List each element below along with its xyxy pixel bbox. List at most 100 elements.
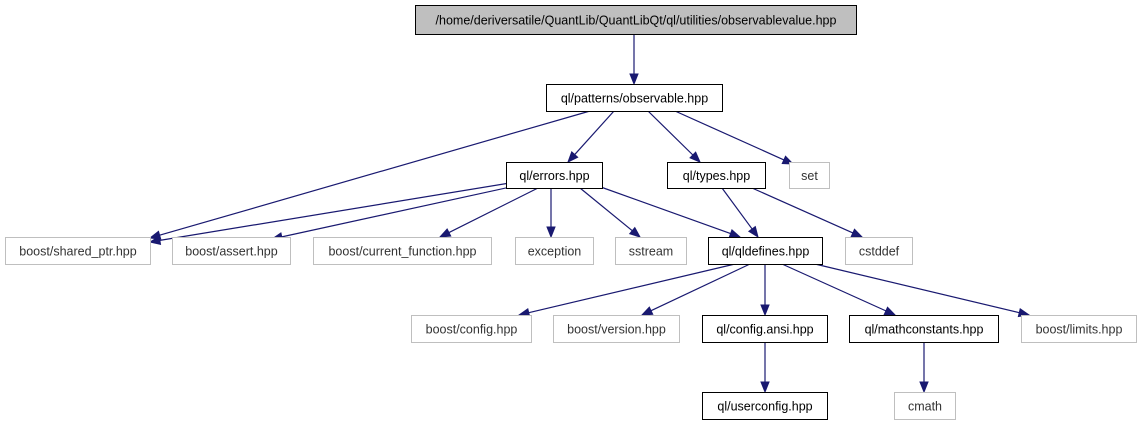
node-label: ql/patterns/observable.hpp [561, 92, 708, 106]
node-box [313, 237, 492, 265]
edge-observable-to-errors [567, 110, 615, 163]
node-box [702, 392, 828, 420]
edge-root-to-observable [629, 34, 639, 86]
edge-line [579, 187, 633, 232]
edge-errors-to-sstream [579, 187, 642, 238]
arrowhead [640, 306, 654, 316]
node-box [702, 315, 828, 343]
node-label: ql/mathconstants.hpp [865, 323, 984, 337]
node-shared_ptr: boost/shared_ptr.hpp [5, 237, 151, 265]
node-label: ql/errors.hpp [519, 169, 589, 183]
edge-line [647, 110, 694, 156]
edge-qldefines-to-limits [814, 263, 1031, 318]
edge-line [159, 182, 511, 241]
edge-errors-to-shared_ptr [148, 182, 511, 245]
node-label: ql/config.ansi.hpp [716, 323, 813, 337]
node-exception: exception [515, 237, 594, 265]
arrowhead [760, 381, 770, 394]
edge-line [674, 110, 785, 161]
edge-qldefines-to-version [640, 263, 751, 316]
node-qldefines[interactable]: ql/qldefines.hpp [708, 237, 823, 265]
edge-errors-to-assert [270, 185, 516, 242]
edge-qldefines-to-mathconstants [781, 263, 897, 316]
node-box [553, 315, 680, 343]
edge-line [814, 263, 1020, 314]
node-box [172, 237, 291, 265]
arrowhead [883, 306, 897, 316]
node-cstddef: cstddef [845, 237, 913, 265]
node-sstream: sstream [615, 237, 687, 265]
node-label: ql/qldefines.hpp [722, 245, 810, 259]
node-current_function: boost/current_function.hpp [313, 237, 492, 265]
node-assert: boost/assert.hpp [172, 237, 291, 265]
edge-line [281, 185, 516, 238]
node-mathconstants[interactable]: ql/mathconstants.hpp [849, 315, 999, 343]
edge-errors-to-exception [546, 188, 556, 239]
edge-line [751, 187, 854, 234]
node-box [506, 162, 603, 189]
nodes-layer: /home/deriversatile/QuantLib/QuantLibQt/… [5, 5, 1137, 420]
arrowhead [546, 226, 556, 239]
node-label: boost/shared_ptr.hpp [19, 245, 136, 259]
node-limits: boost/limits.hpp [1021, 315, 1137, 343]
node-box [415, 5, 857, 35]
node-label: cstddef [859, 245, 900, 259]
node-cmath: cmath [894, 392, 956, 420]
arrowhead [438, 228, 452, 238]
edge-configansi-to-userconfig [760, 342, 770, 394]
node-label: boost/limits.hpp [1036, 323, 1123, 337]
edge-line [781, 263, 887, 312]
arrowhead [628, 226, 642, 238]
edge-types-to-qldefines [721, 187, 759, 239]
node-box [515, 237, 594, 265]
node-config: boost/config.hpp [411, 315, 532, 343]
node-set: set [789, 162, 830, 189]
node-box [849, 315, 999, 343]
node-label: set [801, 169, 818, 183]
node-label: /home/deriversatile/QuantLib/QuantLibQt/… [436, 14, 837, 28]
arrowhead [728, 228, 742, 238]
node-userconfig[interactable]: ql/userconfig.hpp [702, 392, 828, 420]
node-label: ql/types.hpp [683, 169, 750, 183]
edge-observable-to-types [647, 110, 701, 163]
edge-types-to-cstddef [751, 187, 864, 238]
node-label: sstream [629, 245, 673, 259]
arrowhead [760, 304, 770, 317]
node-box [615, 237, 687, 265]
arrowhead [629, 73, 639, 86]
node-label: boost/config.hpp [426, 323, 518, 337]
edge-line [597, 185, 731, 235]
node-box [789, 162, 830, 189]
arrowhead [919, 381, 929, 394]
edges-layer [148, 34, 1031, 394]
node-types[interactable]: ql/types.hpp [667, 162, 766, 189]
node-configansi[interactable]: ql/config.ansi.hpp [702, 315, 828, 343]
arrowhead [747, 225, 759, 239]
node-observable[interactable]: ql/patterns/observable.hpp [546, 84, 723, 112]
arrowhead [567, 151, 579, 163]
node-box [845, 237, 913, 265]
edge-errors-to-current_function [438, 187, 539, 238]
node-box [411, 315, 532, 343]
arrowhead [850, 228, 864, 238]
node-label: ql/userconfig.hpp [717, 400, 812, 414]
edge-errors-to-qldefines [597, 185, 742, 238]
node-box [546, 84, 723, 112]
node-box [708, 237, 823, 265]
node-label: exception [528, 245, 582, 259]
edge-line [159, 110, 591, 236]
node-box [667, 162, 766, 189]
edge-line [448, 187, 539, 234]
node-root[interactable]: /home/deriversatile/QuantLib/QuantLibQt/… [415, 5, 857, 35]
node-label: boost/assert.hpp [185, 245, 277, 259]
node-errors[interactable]: ql/errors.hpp [506, 162, 603, 189]
node-version: boost/version.hpp [553, 315, 680, 343]
arrowhead [148, 235, 162, 245]
node-label: boost/current_function.hpp [328, 245, 476, 259]
node-label: boost/version.hpp [567, 323, 666, 337]
edge-line [528, 263, 736, 314]
node-box [5, 237, 151, 265]
edge-qldefines-to-configansi [760, 264, 770, 317]
edge-line [574, 110, 615, 155]
